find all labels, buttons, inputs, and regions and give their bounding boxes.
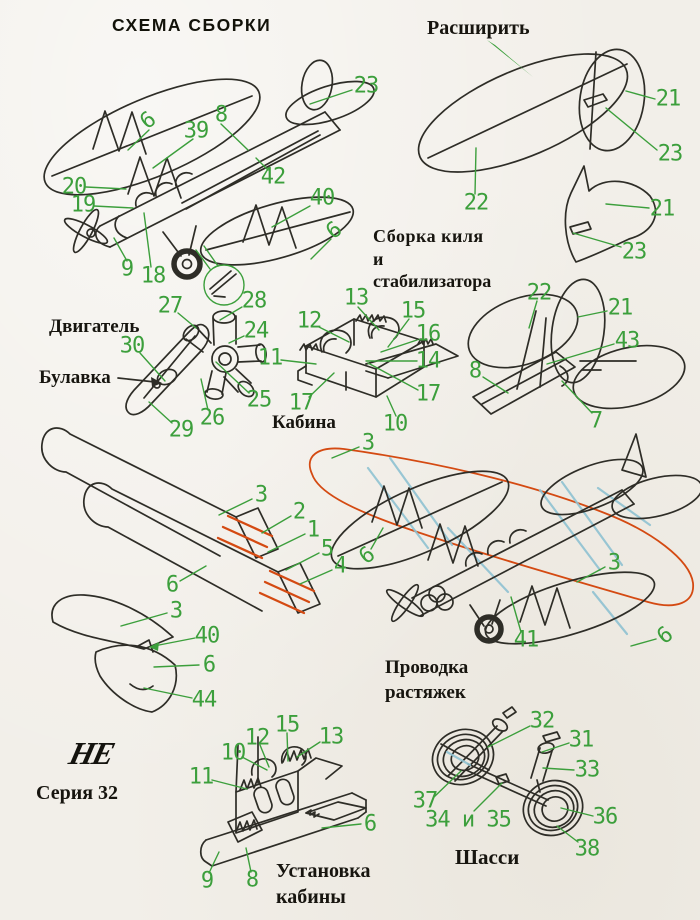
callout-number: 12 bbox=[244, 725, 270, 751]
callout-number: 30 bbox=[119, 333, 145, 359]
callout-number: 13 bbox=[318, 724, 344, 750]
callout-number: 39 bbox=[183, 118, 209, 144]
callout-number: 8 bbox=[245, 867, 259, 893]
pin-pointer-arrow bbox=[151, 377, 162, 387]
callout-number: 41 bbox=[513, 627, 539, 653]
callout-number: 10 bbox=[382, 411, 408, 437]
fin-assembly-label-line1: Сборка киля bbox=[373, 226, 484, 246]
callout-number: 27 bbox=[157, 293, 183, 319]
callout-number: 9 bbox=[120, 256, 134, 282]
callout-number: 40 bbox=[194, 623, 220, 649]
callout-number: 40 bbox=[309, 185, 335, 211]
callout-number: 24 bbox=[243, 318, 269, 344]
callout-number: 42 bbox=[260, 164, 286, 190]
rigging-label-line1: Проводка bbox=[385, 657, 469, 678]
callout-number: 8 bbox=[214, 102, 228, 128]
callout-number: 28 bbox=[241, 288, 267, 314]
callout-number: 23 bbox=[621, 239, 647, 265]
notch-arrowhead bbox=[149, 642, 159, 651]
callout-number: 37 bbox=[412, 788, 438, 814]
callout-number: 7 bbox=[589, 408, 603, 434]
expand-arrow bbox=[487, 40, 533, 77]
callout-number: 44 bbox=[191, 687, 217, 713]
callout-number: 3 bbox=[607, 550, 621, 576]
series-label: Серия 32 bbox=[36, 782, 119, 804]
pin-label: Булавка bbox=[39, 367, 111, 388]
pin-pointer-line bbox=[117, 377, 156, 383]
stabilizer-expand-illustration bbox=[417, 48, 657, 263]
callout-number: 38 bbox=[574, 836, 600, 862]
callout-number: 26 bbox=[199, 405, 225, 431]
expand-label: Расширить bbox=[427, 17, 530, 39]
callout-number: 10 bbox=[220, 740, 246, 766]
callout-number: 5 bbox=[320, 536, 334, 562]
callout-number: 20 bbox=[61, 174, 87, 200]
callout-number: 6 bbox=[202, 652, 216, 678]
callout-number: 21 bbox=[649, 196, 675, 222]
fin-stab-assembly-illustration bbox=[467, 278, 686, 415]
cabin-install-label-line1: Установка bbox=[276, 860, 371, 882]
callout-number: 15 bbox=[400, 298, 426, 324]
callout-number: 19 bbox=[70, 192, 96, 218]
wing-halves-illustration bbox=[41, 427, 321, 615]
callout-number: 17 bbox=[415, 381, 441, 407]
callout-number: 14 bbox=[415, 348, 441, 374]
cabin-label: Кабина bbox=[272, 412, 336, 433]
callout-number: 17 bbox=[288, 390, 314, 416]
callout-number: 23 bbox=[657, 141, 683, 167]
callout-number: 9 bbox=[200, 868, 214, 894]
callout-number: 15 bbox=[274, 712, 300, 738]
callout-number: 3 bbox=[169, 598, 183, 624]
rigging-plane-illustration bbox=[309, 433, 700, 645]
callout-number: 6 bbox=[363, 811, 377, 837]
callout-number: 3 bbox=[361, 430, 375, 456]
tail-tips-illustration bbox=[51, 594, 178, 713]
callout-leader-lines bbox=[85, 89, 658, 874]
callout-number: 22 bbox=[463, 190, 489, 216]
callout-number: 43 bbox=[614, 328, 640, 354]
callout-number: 2 bbox=[292, 499, 306, 525]
callout-number: 4 bbox=[333, 553, 347, 579]
fin-assembly-label-line2: и bbox=[373, 249, 384, 269]
callout-number: 34 и 35 bbox=[425, 807, 512, 833]
engine-label: Двигатель bbox=[49, 316, 140, 337]
axle-highlight bbox=[445, 750, 472, 767]
cabin-illustration bbox=[297, 314, 459, 398]
callout-number: 18 bbox=[140, 263, 166, 289]
cabin-install-label-line2: кабины bbox=[276, 886, 346, 908]
callout-number: 13 bbox=[343, 285, 369, 311]
callout-number: 32 bbox=[529, 708, 555, 734]
callout-number: 31 bbox=[568, 727, 594, 753]
skid-magnifier bbox=[195, 245, 245, 306]
callout-number: 1 bbox=[306, 517, 320, 543]
cabin-install-illustration bbox=[199, 736, 367, 867]
callout-number: 21 bbox=[607, 295, 633, 321]
callout-number: 25 bbox=[246, 387, 272, 413]
callout-number: 6 bbox=[165, 572, 179, 598]
rigging-label-line2: растяжек bbox=[385, 682, 466, 703]
callout-number: 22 bbox=[526, 280, 552, 306]
fin-assembly-label-line3: стабилизатора bbox=[373, 271, 492, 291]
callout-number: 12 bbox=[296, 308, 322, 334]
callout-number: 8 bbox=[468, 358, 482, 384]
callout-number: 16 bbox=[415, 321, 441, 347]
callout-number: 11 bbox=[257, 345, 283, 371]
callout-number: 23 bbox=[353, 73, 379, 99]
page-title: СХЕМА СБОРКИ bbox=[112, 15, 272, 35]
callout-number: 11 bbox=[188, 764, 214, 790]
chassis-label: Шасси bbox=[455, 845, 520, 869]
callout-number: 29 bbox=[168, 417, 194, 443]
callout-number: 21 bbox=[655, 86, 681, 112]
callout-number: 36 bbox=[592, 804, 618, 830]
callout-number: 3 bbox=[254, 482, 268, 508]
callout-number: 33 bbox=[574, 757, 600, 783]
assembled-plane-illustration bbox=[43, 59, 375, 280]
